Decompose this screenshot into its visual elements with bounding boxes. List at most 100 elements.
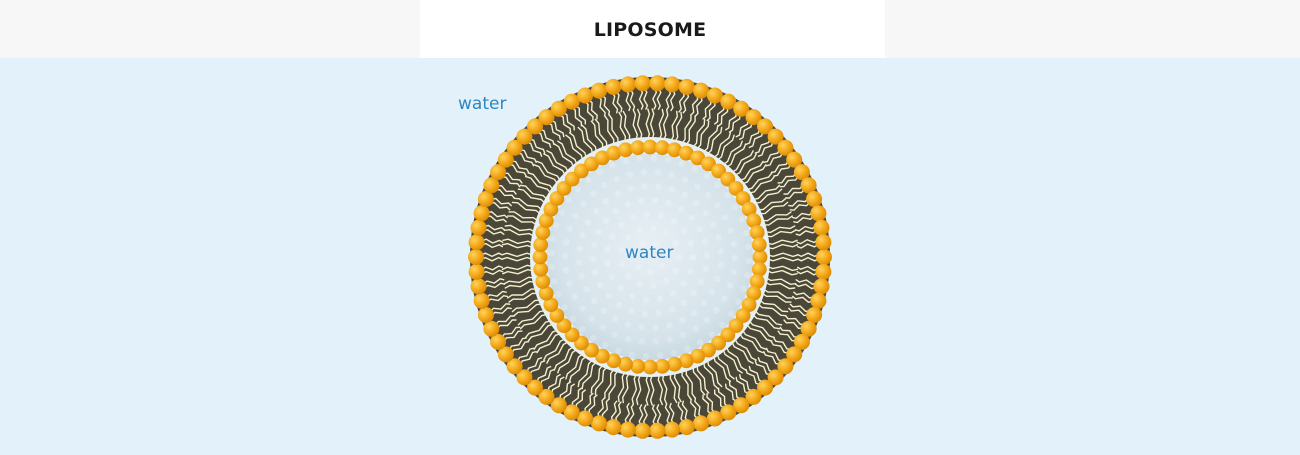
- lipid-head: [619, 76, 636, 93]
- lipid-tail: [674, 111, 683, 143]
- lipid-tail: [481, 265, 503, 271]
- lipid-tail: [649, 108, 655, 140]
- lipid-tail: [651, 404, 657, 426]
- lipid-tail: [739, 122, 753, 140]
- core-dot: [727, 227, 734, 234]
- diagram-title: LIPOSOME: [593, 19, 707, 41]
- lipid-tail: [746, 323, 773, 342]
- core-dot: [717, 248, 724, 255]
- core-dot: [650, 225, 657, 232]
- lipid-tail: [507, 215, 538, 226]
- core-dot: [681, 191, 688, 199]
- core-dot: [642, 352, 650, 360]
- lipid-tail: [689, 398, 698, 419]
- lipid-tail: [611, 92, 619, 114]
- lipid-tail: [536, 332, 561, 354]
- core-dot: [714, 202, 721, 209]
- lipid-tail: [765, 277, 797, 286]
- lipid-tail: [501, 256, 533, 262]
- lipid-tail: [588, 394, 598, 415]
- core-dot: [687, 268, 694, 275]
- lipid-head: [745, 109, 762, 126]
- lipid-tail: [643, 88, 649, 110]
- lipid-tail: [722, 348, 743, 374]
- lipid-tail: [540, 128, 555, 146]
- lipid-head: [533, 237, 549, 253]
- core-dot: [562, 266, 570, 274]
- lipid-head: [584, 156, 599, 172]
- lipid-tail: [636, 108, 643, 141]
- lipid-tail: [536, 160, 561, 182]
- lipid-tail: [543, 153, 566, 176]
- lipid-tail: [797, 265, 819, 272]
- lipid-head: [619, 421, 636, 438]
- lipid-tail: [797, 256, 819, 262]
- lipid-tail: [546, 341, 569, 364]
- lipid-tail: [716, 134, 735, 161]
- core-dot: [571, 293, 578, 300]
- lipid-head: [749, 274, 765, 289]
- core-dot: [579, 326, 586, 333]
- lipid-tail: [610, 400, 618, 422]
- lipid-tail: [484, 282, 506, 289]
- lipid-tail: [658, 108, 665, 141]
- lipid-tail: [757, 141, 774, 157]
- lipid-tail: [728, 381, 741, 400]
- lipid-tail: [590, 364, 604, 394]
- lipid-tail: [764, 281, 796, 290]
- lipid-tail: [662, 109, 669, 141]
- lipid-tail: [527, 172, 554, 191]
- core-dot: [643, 210, 651, 218]
- core-dot: [690, 309, 698, 316]
- lipid-head: [654, 358, 670, 374]
- core-dot: [565, 197, 573, 204]
- lipid-tail: [656, 88, 662, 110]
- lipid-head: [473, 292, 490, 309]
- lipid-tail: [767, 252, 799, 258]
- lipid-tail: [728, 114, 741, 133]
- core-dot: [626, 171, 634, 178]
- lipid-tail: [793, 216, 814, 224]
- lipid-tail: [765, 152, 783, 167]
- lipid-head: [506, 358, 523, 375]
- core-dot: [622, 157, 630, 165]
- core-dot: [572, 212, 579, 219]
- lipid-tail: [575, 389, 586, 409]
- lipid-head: [690, 348, 706, 364]
- lipid-head: [733, 100, 750, 117]
- core-dot: [666, 322, 673, 329]
- lipid-tail: [762, 288, 793, 299]
- core-dot: [561, 252, 569, 260]
- lipid-head: [594, 150, 610, 166]
- core-dot: [701, 238, 709, 245]
- lipid-tail: [770, 341, 789, 354]
- core-dot: [588, 315, 595, 323]
- lipid-head: [642, 359, 658, 375]
- lipid-head: [618, 142, 633, 158]
- lipid-tail: [794, 225, 816, 232]
- lipid-tail: [642, 404, 648, 426]
- lipid-tail: [754, 360, 771, 376]
- core-dot: [592, 207, 600, 215]
- lipid-tail: [741, 329, 767, 350]
- lipid-head: [757, 118, 773, 135]
- lipid-head: [634, 75, 651, 92]
- lipid-tail: [495, 315, 515, 325]
- lipid-head: [543, 201, 559, 217]
- lipid-head: [806, 307, 823, 323]
- lipid-tail: [618, 111, 627, 143]
- lipid-tail: [796, 239, 818, 245]
- lipid-tail: [716, 353, 735, 380]
- aqueous-core: [547, 154, 753, 360]
- lipid-head: [606, 145, 622, 161]
- lipid-head: [649, 422, 666, 439]
- core-dot: [601, 182, 608, 189]
- lipid-tail: [702, 394, 712, 415]
- core-dot: [600, 307, 608, 315]
- lipid-tail: [508, 292, 539, 303]
- core-dot: [636, 155, 643, 162]
- lipid-tail: [604, 368, 615, 399]
- lipid-tail: [766, 265, 799, 272]
- lipid-tail: [638, 88, 644, 110]
- core-dot: [655, 310, 662, 317]
